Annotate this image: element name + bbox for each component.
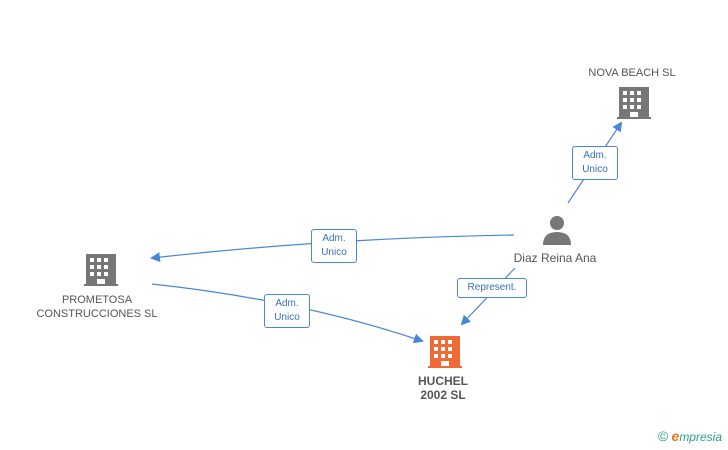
person-icon[interactable] [543, 216, 571, 245]
edge-label-prometosa-huchel: Adm. Unico [264, 294, 310, 328]
building-icon[interactable] [84, 254, 118, 286]
node-label-text: Diaz Reina Ana [513, 251, 597, 265]
node-label-line1: HUCHEL [418, 374, 468, 388]
building-icon-main[interactable] [428, 336, 462, 368]
node-label-huchel[interactable]: HUCHEL 2002 SL [393, 374, 493, 402]
node-label-text: NOVA BEACH SL [588, 67, 676, 79]
node-label-line1: PROMETOSA [61, 294, 133, 306]
edge-label-line1: Adm. [275, 298, 299, 309]
node-label-nova-beach[interactable]: NOVA BEACH SL [572, 66, 692, 80]
edge-label-line2: Unico [582, 164, 608, 175]
brand-name: mpresia [679, 430, 722, 444]
node-label-line2: 2002 SL [420, 388, 466, 402]
building-icon[interactable] [617, 87, 651, 119]
node-label-prometosa[interactable]: PROMETOSA CONSTRUCCIONES SL [22, 293, 172, 321]
edge-label-diaz-huchel: Represent. [457, 278, 527, 298]
edge-label-diaz-prometosa: Adm. Unico [311, 229, 357, 263]
edge-label-line2: Unico [274, 312, 300, 323]
edge-label-line1: Adm. [583, 150, 607, 161]
node-label-line2: CONSTRUCCIONES SL [36, 308, 158, 320]
edge-label-diaz-nova: Adm. Unico [572, 146, 618, 180]
node-label-diaz-reina-ana[interactable]: Diaz Reina Ana [495, 251, 615, 266]
edge-label-line2: Unico [321, 247, 347, 258]
copyright-icon: © [657, 428, 669, 444]
edge-label-line1: Adm. [322, 233, 346, 244]
edge-label-line1: Represent. [467, 282, 517, 293]
empresia-logo[interactable]: © empresia [658, 428, 722, 444]
brand-initial: e [671, 428, 680, 444]
